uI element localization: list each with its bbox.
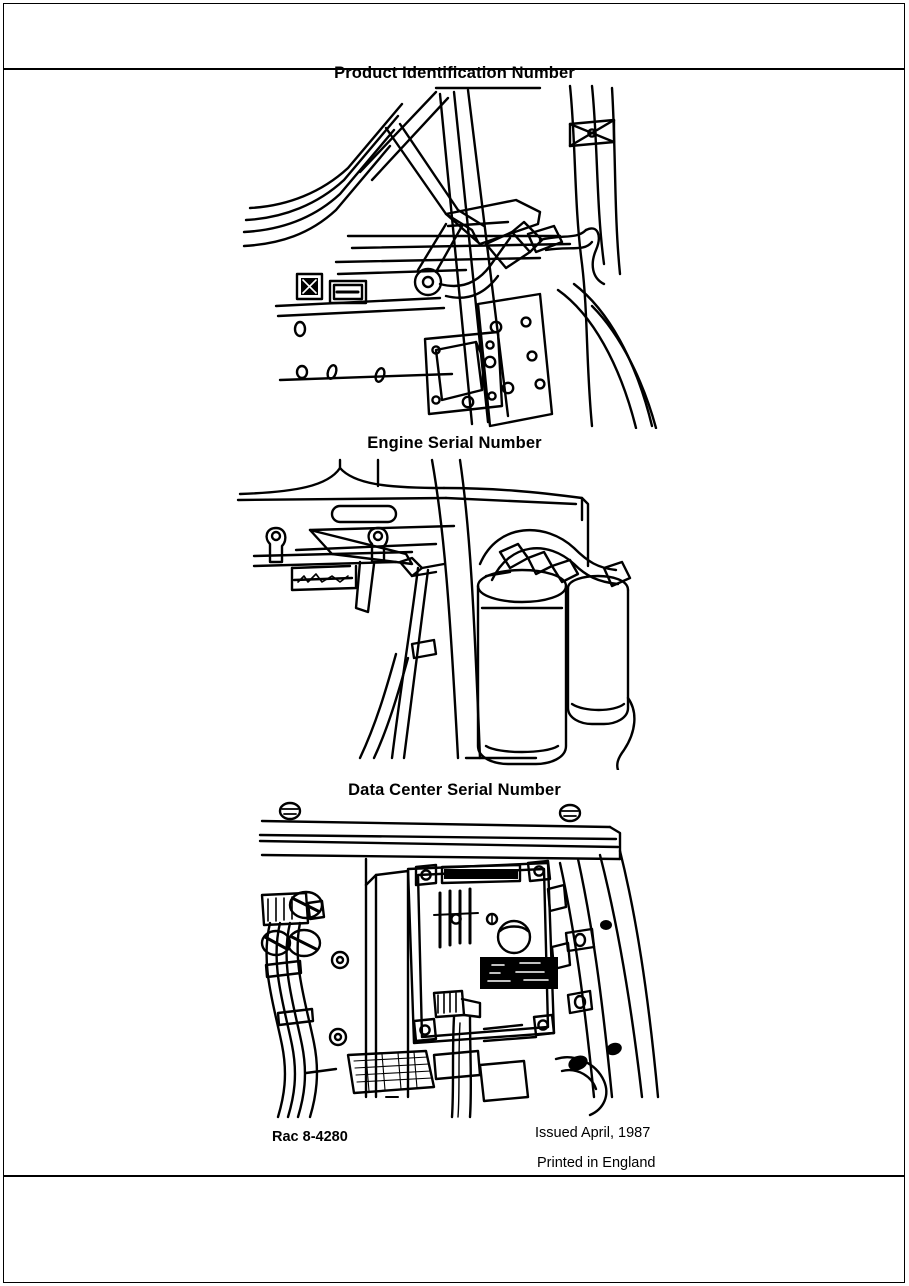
footer-issued-date: Issued April, 1987 [535,1125,651,1141]
page-border [3,3,905,1283]
heading-data-center-serial-number: Data Center Serial Number [348,781,561,799]
heading-product-identification-number: Product Identification Number [334,64,575,82]
footer-publication-code: Rac 8-4280 [272,1129,348,1145]
figure-data-center-serial-number [248,797,660,1119]
heading-engine-serial-number: Engine Serial Number [367,434,542,452]
footer-rule [3,1175,905,1177]
figure-engine-serial-number [236,458,666,770]
figure-product-identification-number [240,84,660,429]
header-rule [3,68,905,70]
footer-printed-in: Printed in England [537,1155,656,1171]
